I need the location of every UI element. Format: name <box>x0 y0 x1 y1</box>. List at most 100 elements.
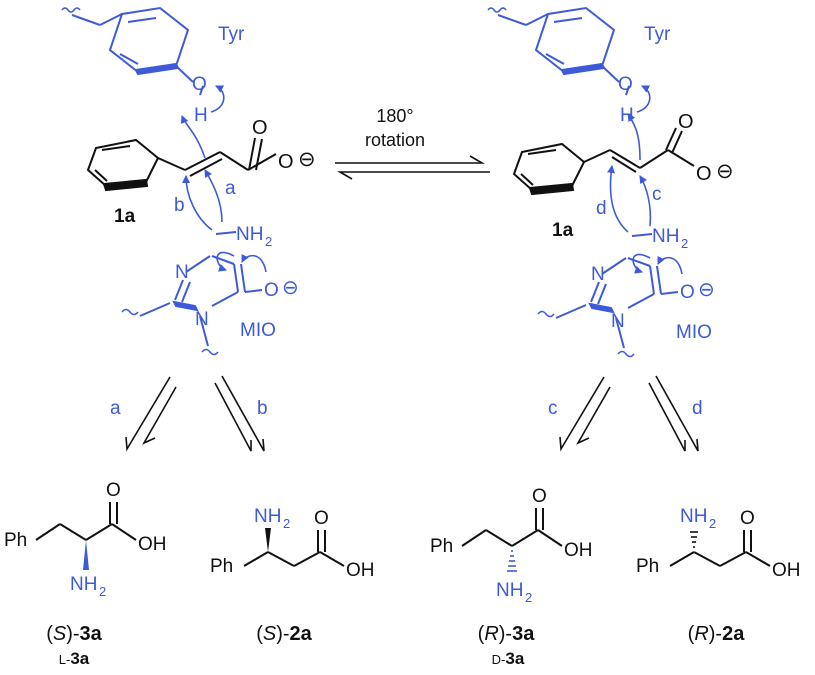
left-arrow-a-label: a <box>225 178 236 199</box>
product-hydroxyl: OH <box>772 560 801 581</box>
right-substrate-number: 1a <box>552 220 574 241</box>
right-alkoxide-charge: ⊖ <box>698 279 715 301</box>
left-substrate-number: 1a <box>114 206 136 227</box>
right-deprotonation-arrow <box>627 113 641 161</box>
right-enolate-arrow-1 <box>632 253 651 274</box>
product-amine-nh: NH <box>254 506 281 527</box>
product-hydroxyl: OH <box>138 534 167 555</box>
right-mio-label: MIO <box>676 322 712 343</box>
right-carbonyl-o: O <box>678 111 694 133</box>
product-amine-nh: NH <box>496 580 523 601</box>
left-amine-nh: NH <box>236 224 263 245</box>
left-tyrosine <box>61 6 204 96</box>
product-s-2a: Ph NH 2 O OH (S)-2a <box>210 506 375 645</box>
pathway-c-arrows <box>559 376 611 452</box>
right-imidazole-n-bottom: N <box>611 311 625 332</box>
left-alkoxide-charge: ⊖ <box>282 277 299 299</box>
product-r-2a: Ph NH 2 O OH (R)-2a <box>636 506 801 645</box>
product-carbonyl-o: O <box>740 508 755 529</box>
right-complex: Tyr O H O O ⊖ 1a c d <box>487 6 734 358</box>
right-mio <box>537 233 679 358</box>
right-tyrosine <box>487 6 630 96</box>
product-carbonyl-o: O <box>532 486 547 507</box>
product-name: (R)-2a <box>688 623 746 645</box>
left-cinnamate <box>86 137 277 192</box>
right-amine-sub: 2 <box>681 236 688 251</box>
forward-harpoon <box>335 155 485 164</box>
pathway-c-label: c <box>548 398 558 419</box>
product-carbonyl-o: O <box>314 508 329 529</box>
right-amine-nh: NH <box>652 226 679 247</box>
left-carboxylate-charge: ⊖ <box>298 148 316 171</box>
right-tyr-label: Tyr <box>644 24 671 45</box>
rotation-label-line1: 180° <box>376 106 413 126</box>
pathway-arrows <box>125 375 699 452</box>
left-hydroxyl-h: H <box>194 105 208 126</box>
right-enolate-arrow-2 <box>657 255 683 275</box>
product-r-3a: Ph O OH NH 2 (R)-3a D-3a <box>430 486 593 668</box>
left-imidazole-n-bottom: N <box>195 309 209 330</box>
left-enolate-arrow-2 <box>241 253 267 273</box>
right-alkoxide-o: O <box>680 282 695 303</box>
product-hash-bond <box>507 550 517 572</box>
product-hydroxyl: OH <box>346 560 375 581</box>
right-arrow-d-label: d <box>596 198 607 219</box>
left-carboxylate-o: O <box>278 151 294 173</box>
product-carbonyl-o: O <box>106 480 121 501</box>
pathway-b-label: b <box>257 398 268 419</box>
left-tyr-label: Tyr <box>218 24 245 45</box>
product-phenyl: Ph <box>430 536 453 557</box>
left-arrow-b-label: b <box>174 195 185 216</box>
pathway-a-arrows <box>125 376 177 452</box>
product-amine-sub: 2 <box>525 590 532 605</box>
product-wedge-bond <box>83 540 89 570</box>
left-mio <box>121 231 263 356</box>
product-hash-bond <box>690 531 698 548</box>
right-cinnamate <box>512 127 695 196</box>
product-phenyl: Ph <box>636 556 659 577</box>
product-alt-name: D-3a <box>492 649 525 668</box>
right-arrow-c <box>639 175 652 227</box>
right-imidazole-n-top: N <box>591 264 605 285</box>
product-amine-sub: 2 <box>99 584 106 599</box>
product-amine-sub: 2 <box>709 516 716 531</box>
reverse-harpoon <box>337 171 490 180</box>
left-arrow-a <box>204 169 223 223</box>
pathway-d-label: d <box>692 398 703 419</box>
rotation-label-line2: rotation <box>365 130 425 150</box>
right-carboxylate-o: O <box>696 163 712 185</box>
product-phenyl: Ph <box>210 556 233 577</box>
left-arrow-b <box>182 175 213 231</box>
product-name: (S)-3a <box>46 623 102 645</box>
left-amine-sub: 2 <box>265 234 272 249</box>
product-s-3a: Ph O OH NH 2 (S)-3a L-3a <box>4 480 167 668</box>
product-phenyl: Ph <box>4 530 27 551</box>
product-name: (R)-3a <box>478 623 536 645</box>
product-amine-sub: 2 <box>283 516 290 531</box>
right-carboxylate-charge: ⊖ <box>716 160 734 183</box>
product-hydroxyl: OH <box>564 540 593 561</box>
right-hydroxyl-h: H <box>620 105 634 126</box>
rotation-equilibrium: 180° rotation <box>335 106 490 180</box>
pathway-b-arrows <box>214 375 265 452</box>
left-proton-arrow <box>210 85 225 113</box>
right-hydroxyl-o: O <box>618 74 633 95</box>
left-enolate-arrow-1 <box>216 251 235 272</box>
left-carbonyl-o: O <box>252 117 268 139</box>
pathway-a-label: a <box>110 398 121 419</box>
right-arrow-d <box>607 165 629 233</box>
left-hydroxyl-o: O <box>192 74 207 95</box>
product-amine-nh: NH <box>680 506 707 527</box>
product-alt-name: L-3a <box>59 649 90 668</box>
pathway-d-arrows <box>648 375 699 452</box>
left-complex: Tyr O H O O ⊖ 1a a b <box>61 6 316 356</box>
product-amine-nh: NH <box>70 574 97 595</box>
left-mio-label: MIO <box>240 320 276 341</box>
left-deprotonation-arrow <box>180 115 206 159</box>
product-name: (S)-2a <box>256 623 312 645</box>
product-wedge-bond <box>265 528 271 552</box>
right-arrow-c-label: c <box>652 184 662 205</box>
left-alkoxide-o: O <box>264 280 279 301</box>
right-proton-arrow <box>636 85 651 113</box>
